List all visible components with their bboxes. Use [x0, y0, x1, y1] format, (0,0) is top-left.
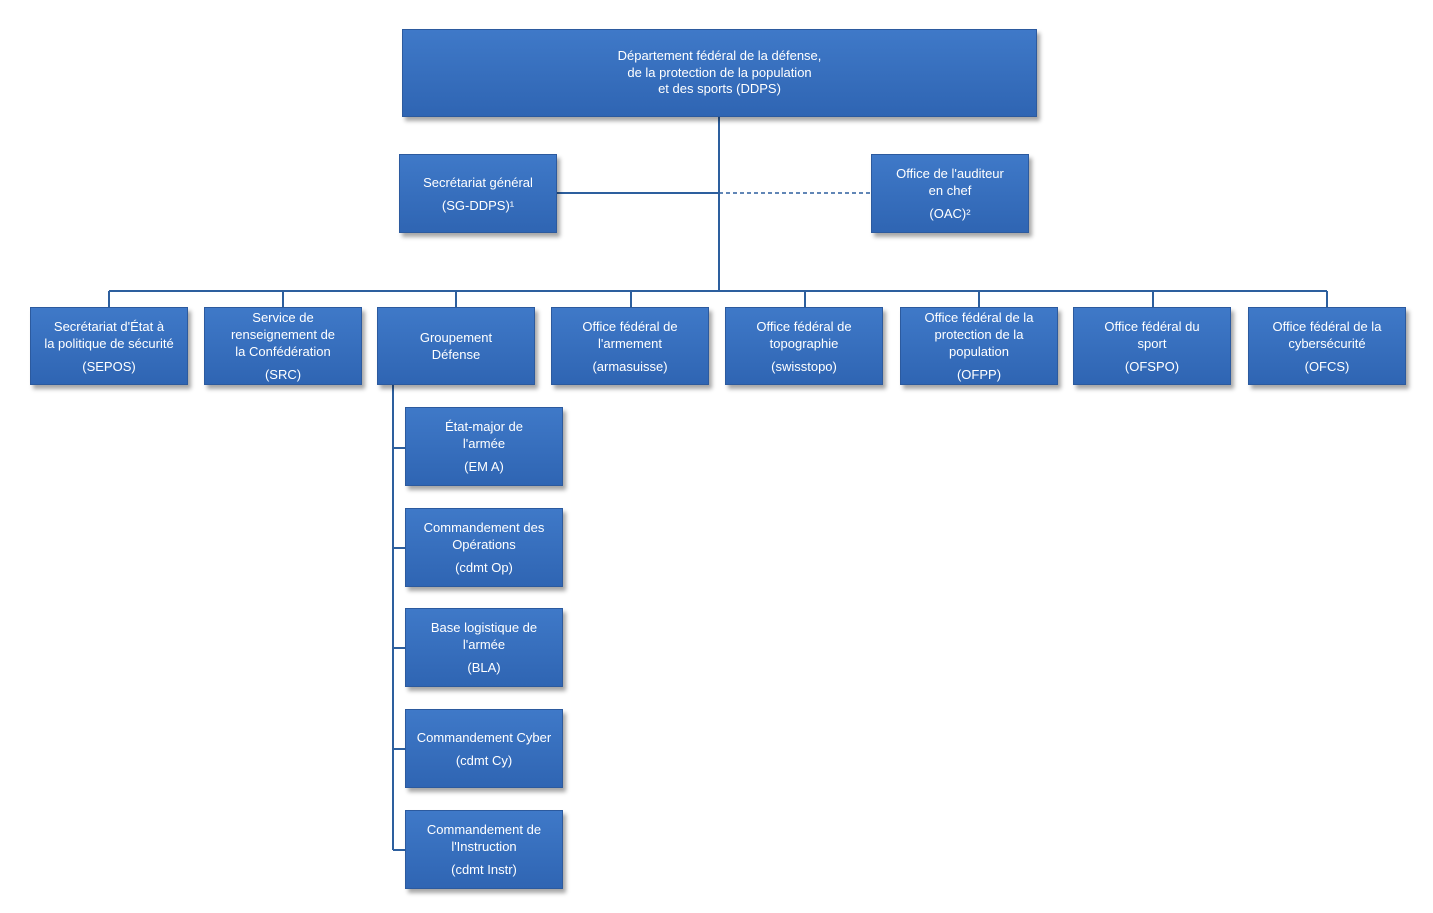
- defense-unit-abbr: (cdmt Instr): [451, 862, 517, 877]
- unit-box-src: Service de renseignement de la Confédéra…: [204, 307, 362, 385]
- sg-ddps-abbr: (SG-DDPS)¹: [441, 197, 515, 213]
- defense-unit-name: Base logistique de l'armée: [430, 620, 538, 652]
- unit-name: Service de renseignement de la Confédéra…: [230, 310, 336, 359]
- sg-ddps-box: Secrétariat général (SG-DDPS)¹: [399, 154, 557, 233]
- defense-unit-abbr: (cdmt Cy): [455, 752, 513, 768]
- defense-unit-abbr: (cdmt Op): [455, 560, 513, 575]
- unit-abbr: (OFPP): [956, 367, 1002, 382]
- unit-name: Office fédéral du sport: [1104, 318, 1200, 351]
- unit-abbr: (OFSPO): [1124, 358, 1180, 374]
- defense-box-em-a: État-major de l'armée (EM A): [405, 407, 563, 486]
- unit-box-ofcs: Office fédéral de la cybersécurité (OFCS…: [1248, 307, 1406, 385]
- defense-box-cdmt-cy: Commandement Cyber (cdmt Cy): [405, 709, 563, 788]
- unit-abbr: (SEPOS): [82, 358, 136, 374]
- unit-name: Secrétariat d'État à la politique de séc…: [44, 318, 174, 351]
- unit-abbr: (armasuisse): [592, 358, 668, 374]
- unit-abbr: (swisstopo): [771, 358, 837, 374]
- unit-name: Groupement Défense: [419, 330, 493, 362]
- defense-unit-name: Commandement de l'Instruction: [426, 822, 542, 854]
- ddps-root-name: Département fédéral de la défense, de la…: [617, 48, 822, 97]
- oac-box: Office de l'auditeur en chef (OAC)²: [871, 154, 1029, 233]
- unit-box-ofpp: Office fédéral de la protection de la po…: [900, 307, 1058, 385]
- unit-name: Office fédéral de la cybersécurité: [1272, 318, 1382, 351]
- sg-ddps-name: Secrétariat général: [423, 174, 533, 190]
- defense-box-cdmt-instr: Commandement de l'Instruction (cdmt Inst…: [405, 810, 563, 889]
- unit-box-ofspo: Office fédéral du sport (OFSPO): [1073, 307, 1231, 385]
- unit-box-sepos: Secrétariat d'État à la politique de séc…: [30, 307, 188, 385]
- unit-abbr: (SRC): [264, 367, 302, 382]
- unit-name: Office fédéral de l'armement: [582, 318, 678, 351]
- defense-unit-abbr: (BLA): [467, 660, 501, 675]
- defense-box-bla: Base logistique de l'armée (BLA): [405, 608, 563, 687]
- unit-name: Office fédéral de la protection de la po…: [924, 310, 1034, 359]
- unit-name: Office fédéral de topographie: [756, 318, 852, 351]
- unit-abbr: (OFCS): [1304, 358, 1350, 374]
- defense-unit-name: État-major de l'armée: [444, 419, 524, 451]
- unit-box-armasuisse: Office fédéral de l'armement (armasuisse…: [551, 307, 709, 385]
- unit-box-swisstopo: Office fédéral de topographie (swisstopo…: [725, 307, 883, 385]
- unit-box-groupement-defense: Groupement Défense: [377, 307, 535, 385]
- ddps-root-box: Département fédéral de la défense, de la…: [402, 29, 1037, 117]
- defense-box-cdmt-op: Commandement des Opérations (cdmt Op): [405, 508, 563, 587]
- oac-name: Office de l'auditeur en chef: [896, 166, 1004, 198]
- defense-unit-name: Commandement des Opérations: [423, 520, 545, 552]
- defense-unit-abbr: (EM A): [464, 459, 504, 474]
- oac-abbr: (OAC)²: [929, 206, 971, 221]
- defense-unit-name: Commandement Cyber: [416, 729, 552, 745]
